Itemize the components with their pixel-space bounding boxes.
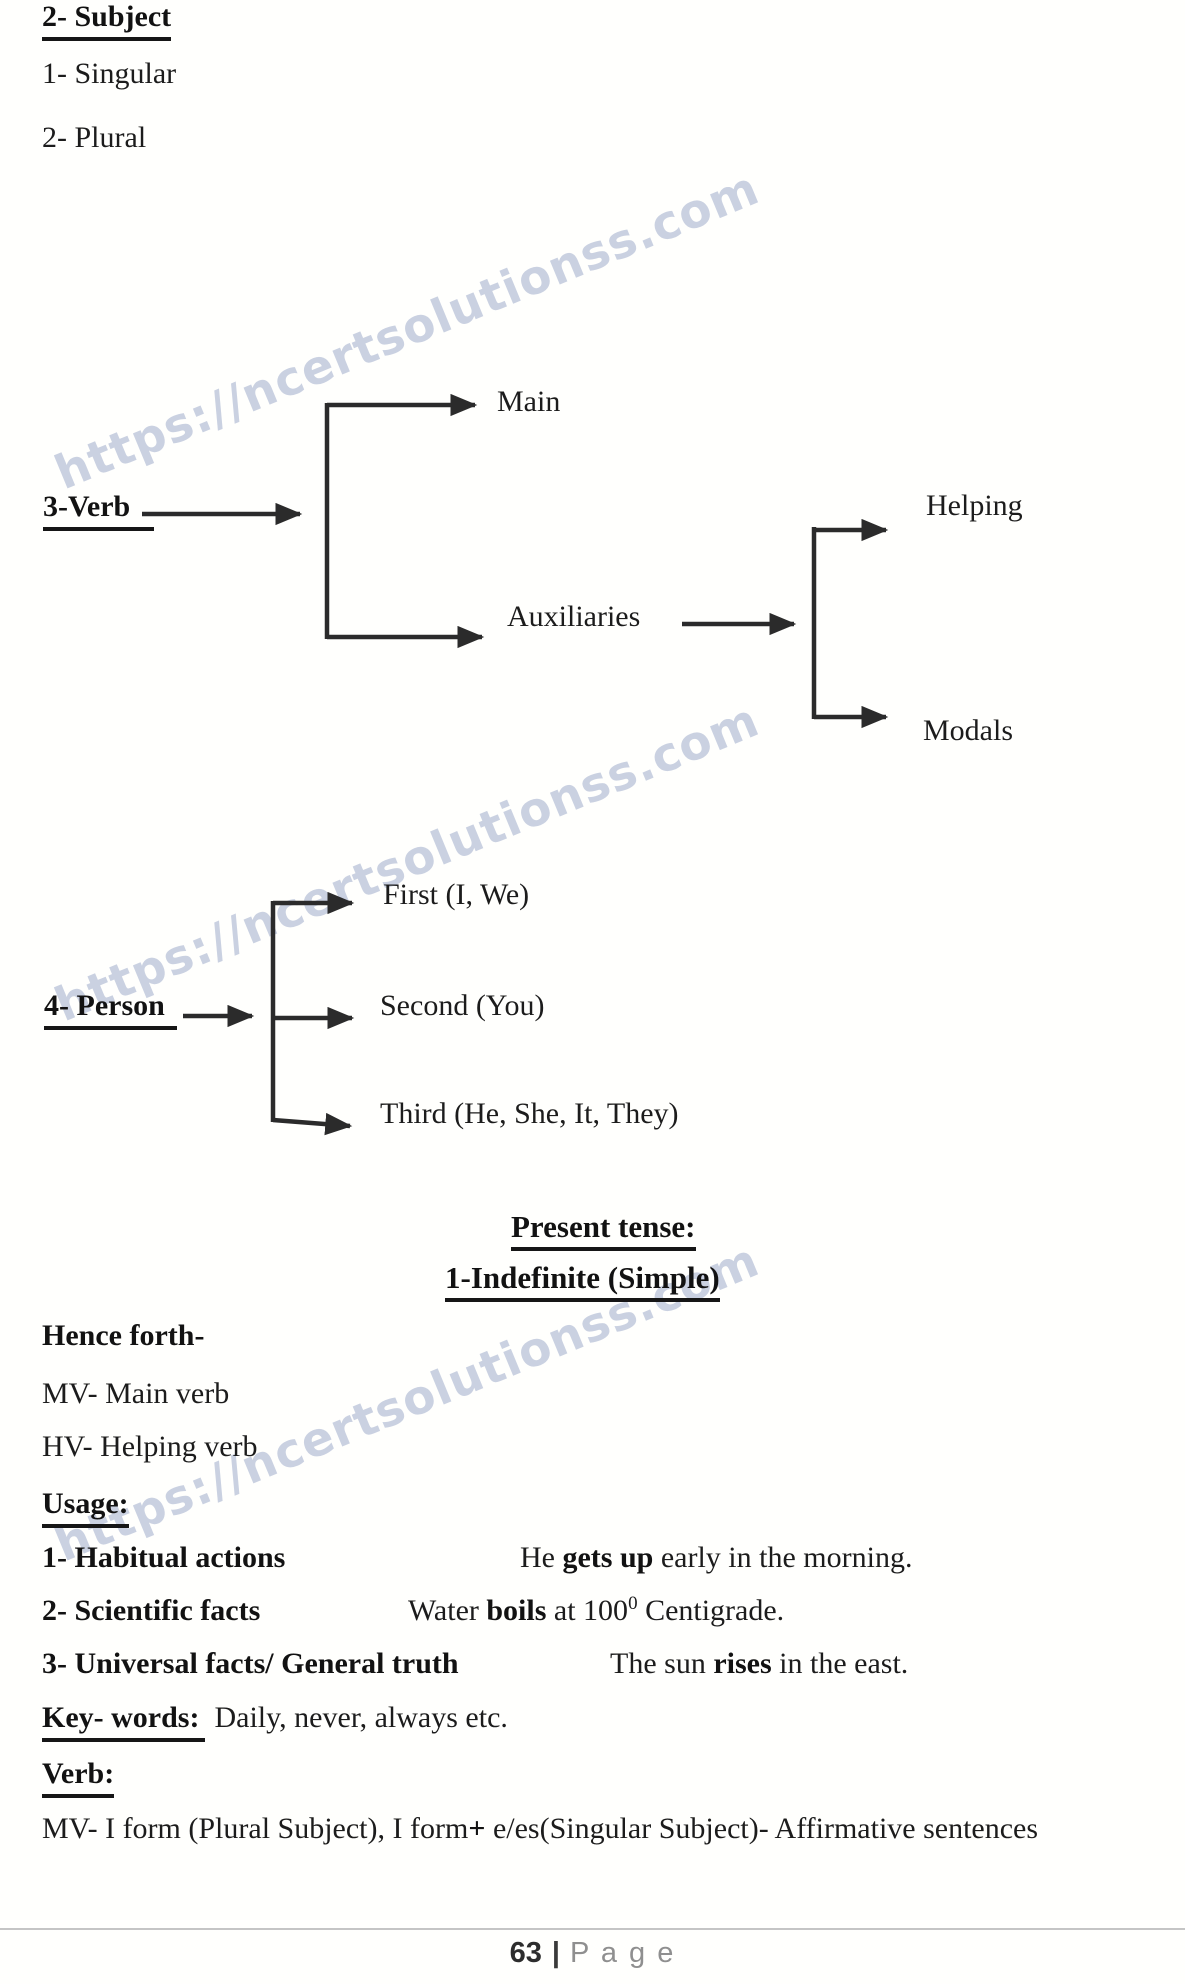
footer-separator: |	[551, 1937, 560, 1969]
usage-example-universal: The sun rises in the east.	[610, 1647, 908, 1682]
subject-item-singular: 1- Singular	[42, 57, 177, 90]
example-text: early in the morning.	[653, 1541, 913, 1574]
henceforth-label: Hence forth-	[42, 1319, 205, 1352]
verb-note-line: MV- I form (Plural Subject), I form+ e/e…	[42, 1812, 1038, 1847]
present-tense-title-text: Present tense:	[511, 1209, 696, 1251]
page-number: 63	[509, 1937, 542, 1969]
usage-heading: Usage:	[42, 1487, 129, 1528]
verb-note-heading: Verb:	[42, 1757, 115, 1798]
present-tense-title: Present tense:	[511, 1209, 696, 1251]
helping-verb-definition: HV- Helping verb	[42, 1430, 258, 1463]
example-text: The sun	[610, 1647, 714, 1680]
usage-label-scientific: 2- Scientific facts	[42, 1594, 261, 1627]
footer-page-word: P a g e	[570, 1937, 676, 1969]
verb-node-main: Main	[497, 385, 561, 418]
verb-heading: 3-Verb	[43, 490, 155, 531]
keywords-label: Key- words:	[42, 1701, 206, 1742]
verb-heading-text: 3-Verb	[43, 490, 155, 531]
usage-label-habitual: 1- Habitual actions	[42, 1541, 286, 1574]
person-node-third: Third (He, She, It, They)	[380, 1097, 679, 1130]
example-text: Water	[408, 1594, 487, 1627]
superscript-zero: 0	[628, 1593, 638, 1614]
example-text: in the east.	[771, 1647, 909, 1680]
verb-note-text: MV- I form (Plural Subject), I form	[42, 1812, 469, 1845]
example-keyword: gets up	[562, 1541, 654, 1574]
arrow-branch-to-third	[272, 1112, 353, 1136]
example-text: He	[520, 1541, 563, 1574]
subject-item-plural: 2- Plural	[42, 121, 147, 154]
indefinite-subtitle: 1-Indefinite (Simple)	[445, 1260, 720, 1302]
usage-label-universal: 3- Universal facts/ General truth	[42, 1647, 459, 1680]
verb-note-heading-text: Verb:	[42, 1757, 115, 1798]
example-text: Centigrade.	[637, 1594, 785, 1627]
indefinite-subtitle-text: 1-Indefinite (Simple)	[445, 1260, 720, 1302]
verb-node-auxiliaries: Auxiliaries	[507, 600, 641, 633]
example-keyword: rises	[713, 1647, 772, 1680]
person-heading-text: 4- Person	[44, 989, 177, 1030]
keywords-line: Key- words:Daily, never, always etc.	[42, 1701, 508, 1742]
usage-example-scientific: Water boils at 1000 Centigrade.	[408, 1594, 784, 1629]
keywords-text: Daily, never, always etc.	[214, 1701, 508, 1734]
example-keyword: boils	[486, 1594, 547, 1627]
person-node-second: Second (You)	[380, 989, 545, 1022]
verb-node-helping: Helping	[926, 489, 1023, 522]
example-text: at 100	[546, 1594, 629, 1627]
verb-note-plus: +	[468, 1812, 486, 1845]
person-heading: 4- Person	[44, 989, 177, 1030]
subject-heading: 2- Subject	[42, 0, 172, 41]
usage-heading-text: Usage:	[42, 1487, 129, 1528]
verb-note-text: e/es(Singular Subject)- Affirmative sent…	[485, 1812, 1039, 1845]
footer-divider	[0, 1928, 1185, 1930]
main-verb-definition: MV- Main verb	[42, 1377, 230, 1410]
usage-example-habitual: He gets up early in the morning.	[520, 1541, 912, 1576]
verb-node-modals: Modals	[923, 714, 1013, 747]
page-footer: 63 | P a g e	[0, 1937, 1185, 1970]
subject-heading-text: 2- Subject	[42, 0, 172, 41]
person-node-first: First (I, We)	[383, 878, 530, 911]
